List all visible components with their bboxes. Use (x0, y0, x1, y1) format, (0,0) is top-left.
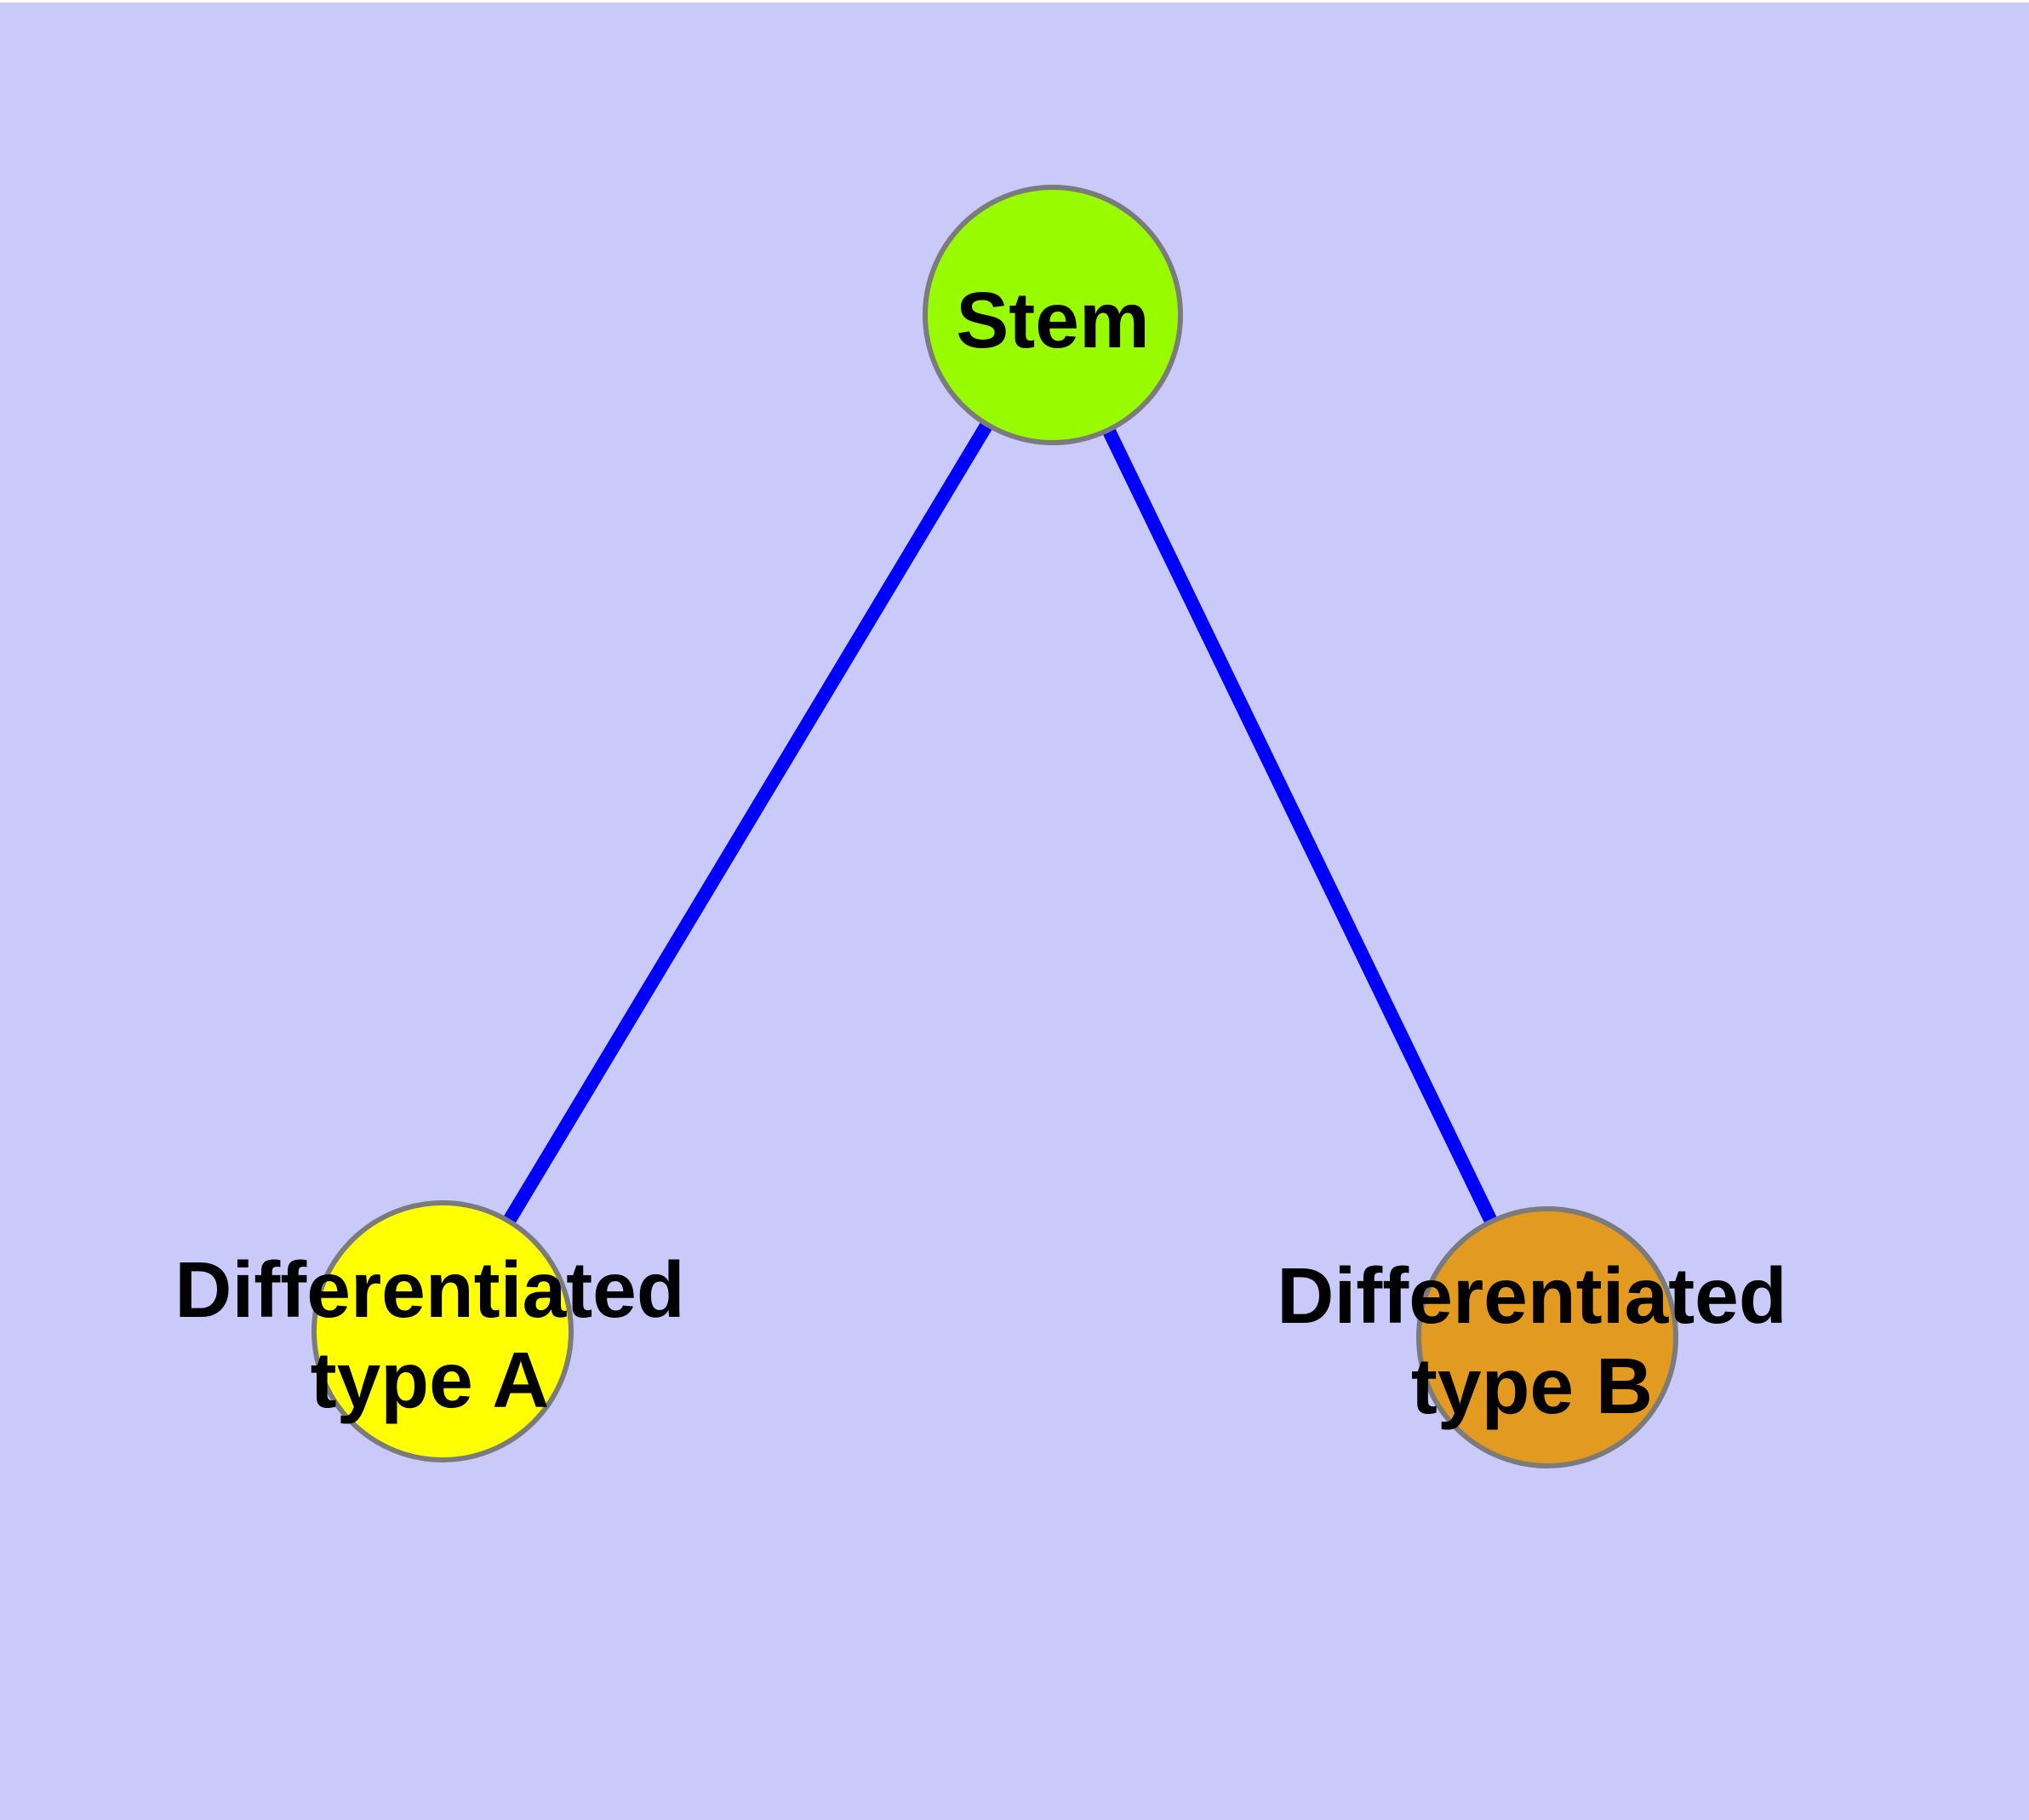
node-differentiated-type-a-label-line2: type A (311, 1336, 550, 1424)
node-stem-label: Stem (956, 276, 1149, 364)
node-differentiated-type-b-circle (1416, 1206, 1678, 1468)
node-differentiated-type-b: Differentiated type B (1277, 1206, 1787, 1468)
node-differentiated-type-a: Differentiated type A (174, 1200, 685, 1462)
node-stem-circle (923, 185, 1183, 445)
node-stem: Stem (923, 185, 1183, 445)
edge-stem-to-differentiated-type-b (1046, 312, 1554, 1341)
node-differentiated-type-b-label-line1: Differentiated (1277, 1251, 1786, 1340)
node-differentiated-type-a-label-line1: Differentiated (174, 1245, 684, 1334)
edge-group (437, 311, 1554, 1341)
edge-stem-to-differentiated-type-a (437, 311, 1059, 1336)
node-differentiated-type-b-label-line2: type B (1411, 1342, 1653, 1430)
node-differentiated-type-a-circle (311, 1200, 574, 1462)
